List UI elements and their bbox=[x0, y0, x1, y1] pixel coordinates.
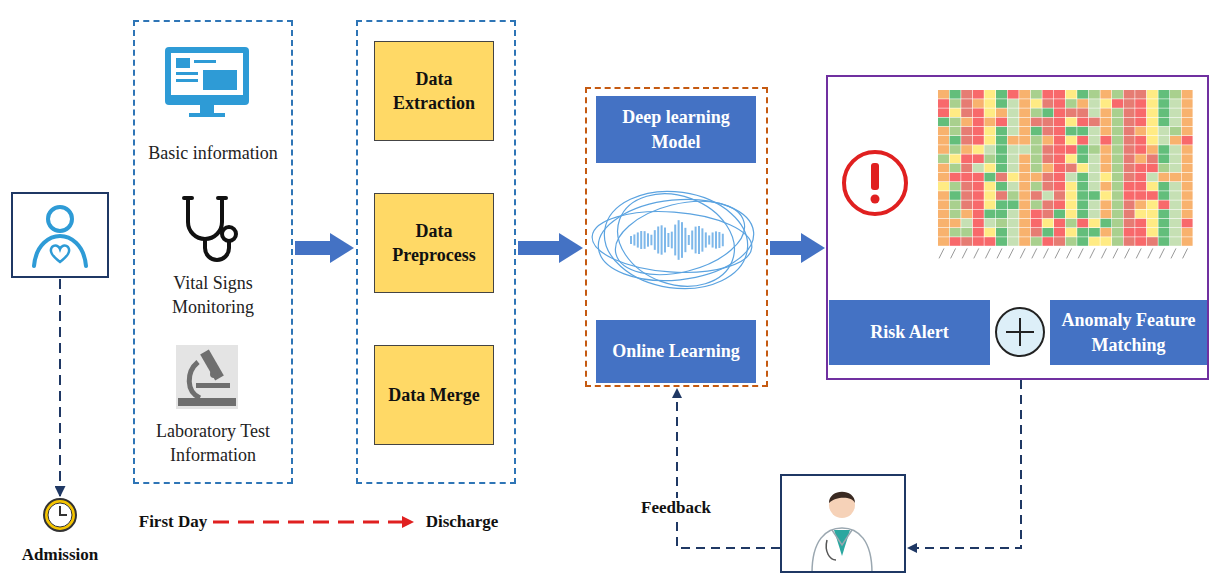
feedback-arrow bbox=[677, 396, 780, 548]
node-text: Laboratory Test Information bbox=[143, 419, 283, 468]
clock-icon bbox=[44, 499, 76, 531]
microscope-icon bbox=[176, 345, 238, 409]
node-text: Deep learning Model bbox=[602, 105, 750, 154]
patient-icon bbox=[12, 193, 108, 277]
monitor-icon bbox=[165, 47, 249, 117]
waveform-bars bbox=[630, 220, 724, 260]
model-box: Online Learning bbox=[596, 320, 756, 383]
output-box: Risk Alert bbox=[829, 300, 990, 365]
output-box: Anomaly Feature Matching bbox=[1050, 300, 1207, 365]
time-label: First Day bbox=[139, 512, 207, 532]
stethoscope-icon bbox=[184, 198, 236, 260]
flow-arrow bbox=[518, 241, 563, 255]
time-arrow bbox=[213, 521, 412, 524]
input-group: Basic informationVital Signs MonitoringL… bbox=[133, 20, 293, 484]
timeline-label: Admission bbox=[22, 545, 99, 565]
node-text: Data Extraction bbox=[381, 67, 487, 116]
timeline-line bbox=[59, 279, 61, 496]
node-text: Anomaly Feature Matching bbox=[1056, 308, 1201, 357]
heatmap-illustration bbox=[938, 90, 1193, 258]
node-text: Vital Signs Monitoring bbox=[143, 271, 283, 320]
feedback-arrow bbox=[915, 380, 1021, 548]
node-text: Data Preprocess bbox=[381, 219, 487, 268]
node-text: Online Learning bbox=[612, 339, 740, 363]
icon-caption: Laboratory Test Information bbox=[137, 414, 289, 472]
output-group: Risk Alert Anomaly Feature Matching bbox=[826, 75, 1209, 380]
doctor-icon bbox=[812, 492, 872, 573]
node-text: Data Merge bbox=[388, 383, 479, 407]
waveform-illustration bbox=[590, 178, 758, 302]
edge-label: Feedback bbox=[638, 498, 714, 518]
plus-symbol bbox=[996, 308, 1044, 356]
model-group: Deep learning ModelOnline Learning bbox=[585, 87, 768, 387]
node-text: Basic information bbox=[148, 141, 277, 165]
flow-arrow bbox=[770, 241, 805, 255]
node-text: Risk Alert bbox=[870, 320, 949, 344]
process-group: Data ExtractionData PreprocessData Merge bbox=[356, 20, 516, 484]
icon-caption: Vital Signs Monitoring bbox=[137, 266, 289, 324]
process-box: Data Preprocess bbox=[374, 193, 494, 293]
model-box: Deep learning Model bbox=[596, 96, 756, 163]
time-label: Discharge bbox=[426, 512, 499, 532]
process-box: Data Merge bbox=[374, 345, 494, 445]
process-box: Data Extraction bbox=[374, 41, 494, 141]
flow-arrow bbox=[295, 241, 334, 255]
alert-icon bbox=[844, 152, 906, 214]
doctor-box bbox=[780, 474, 906, 573]
icon-caption: Basic information bbox=[137, 126, 289, 180]
